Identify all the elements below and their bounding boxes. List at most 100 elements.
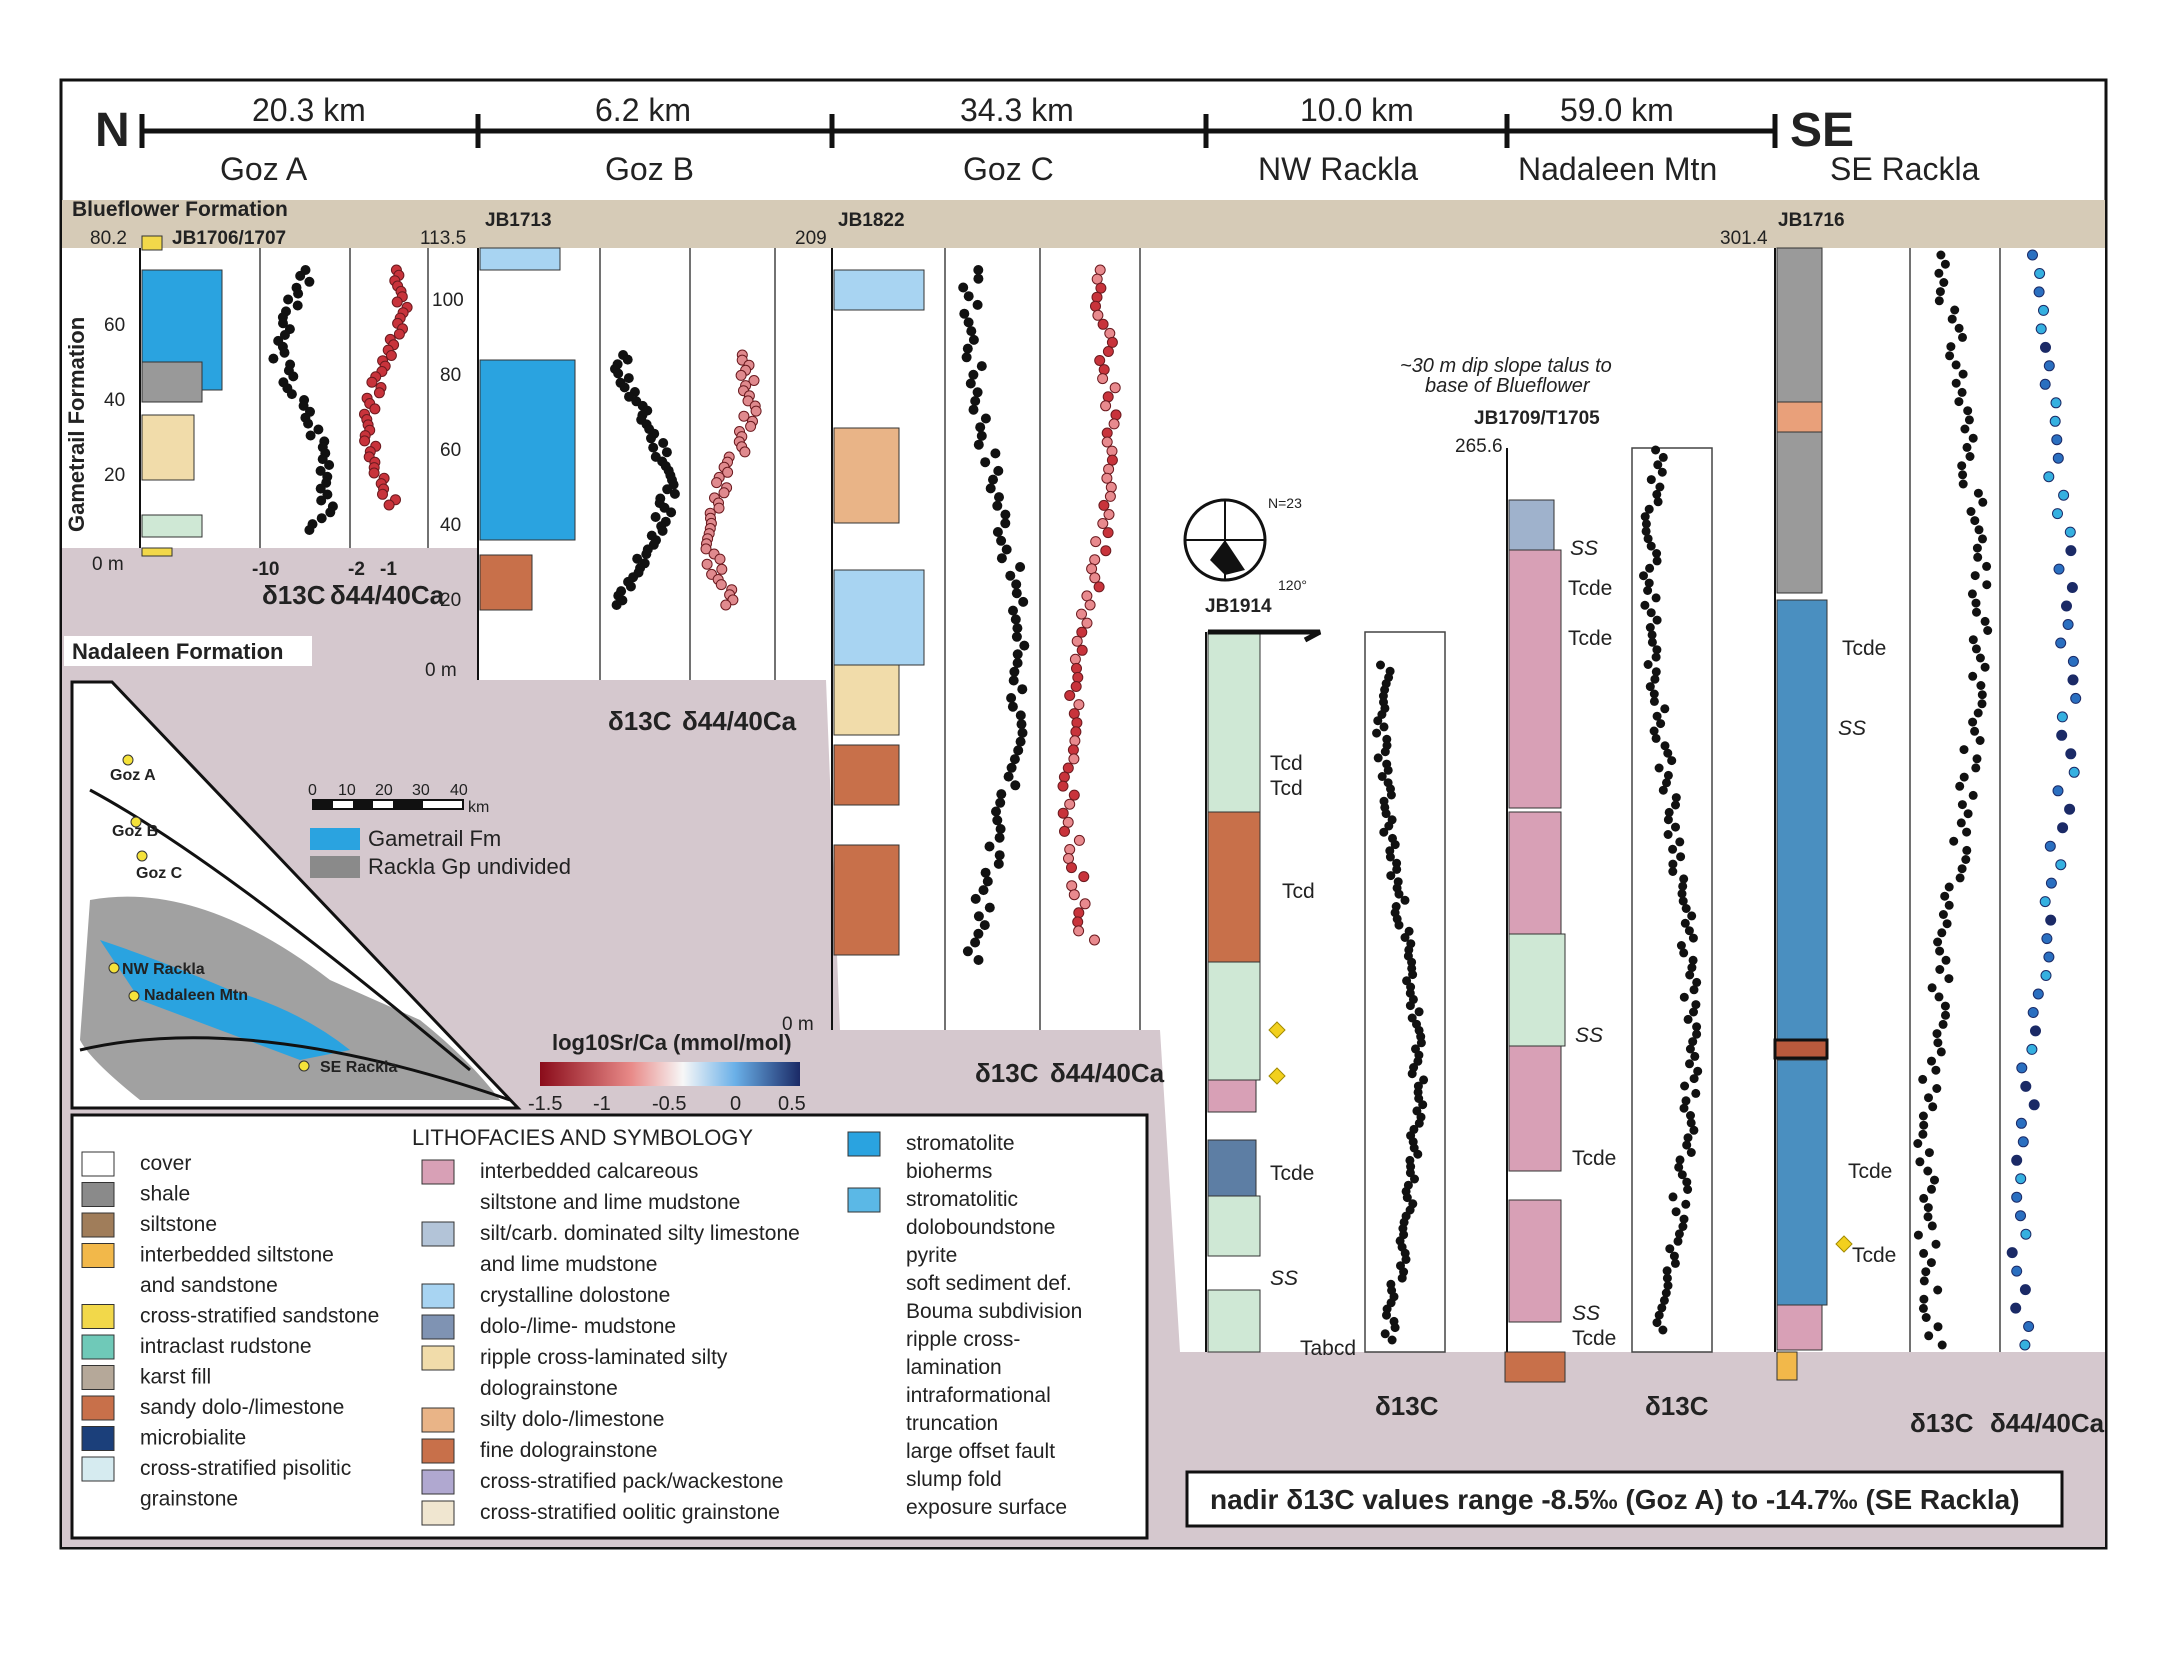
nm-label-1: SS (1570, 537, 1598, 560)
data-point (315, 465, 326, 476)
data-point (1970, 571, 1980, 581)
data-point (1011, 631, 1022, 642)
data-point (2040, 970, 2052, 981)
goz-a-ca-tick-2: -1 (380, 559, 397, 580)
data-point (1676, 852, 1686, 862)
data-point (745, 420, 757, 432)
nadaleen-mtn-lith-pink-3 (1508, 1045, 1562, 1172)
nw-label-6: Tabcd (1300, 1337, 1356, 1360)
nadaleen-mtn-lith-pink-top (1508, 549, 1562, 809)
map-goz-a: Goz A (110, 767, 156, 784)
data-point (713, 502, 725, 514)
data-point (1384, 821, 1394, 831)
data-point (286, 389, 297, 400)
legend-entry: siltstone and lime mudstone (480, 1191, 740, 1214)
nw-rackla-lith-green-mid (1207, 961, 1261, 1081)
data-point (1933, 1285, 1943, 1295)
data-point (1675, 1155, 1685, 1165)
data-point (1650, 674, 1660, 684)
data-point (735, 369, 747, 381)
data-point (662, 484, 673, 495)
data-point (1009, 666, 1020, 677)
data-point (1073, 699, 1085, 711)
data-point (979, 920, 990, 931)
data-point (1934, 268, 1944, 278)
data-point (1957, 461, 1967, 471)
data-point (1643, 586, 1653, 595)
se-rackla-top: 301.4 (1720, 228, 1768, 249)
data-point (1687, 911, 1697, 921)
data-point (1069, 653, 1081, 665)
data-point (1668, 867, 1678, 876)
goz-c-lith-dolostone-mid (833, 569, 925, 666)
data-point (1394, 920, 1404, 930)
legend-entry: stromatolitic (906, 1188, 1018, 1211)
legend-title: LITHOFACIES AND SYMBOLOGY (412, 1125, 753, 1150)
data-point (1692, 1029, 1702, 1039)
goz-a-lith-base (141, 547, 173, 557)
legend-entry: sandy dolo-/limestone (140, 1396, 344, 1419)
data-point (1915, 1157, 1925, 1167)
legend-entry: large offset fault (906, 1440, 1055, 1463)
data-point (1644, 504, 1654, 514)
data-point (982, 876, 993, 887)
goz-b-d13c-label: δ13C (608, 706, 672, 736)
data-point (1414, 1118, 1424, 1128)
data-point (1651, 445, 1661, 455)
data-point (1401, 1255, 1411, 1264)
data-point (1935, 946, 1945, 956)
se-rackla-lith-dark (1773, 1038, 1829, 1060)
data-point (2026, 1043, 2038, 1055)
data-point (1645, 682, 1655, 692)
map-goz-b: Goz B (112, 823, 158, 840)
section-se-rackla: JB1716 301.4 Tcde SS Tcde Tcde δ13C δ44/… (1720, 210, 2105, 1438)
lithofacies-legend: LITHOFACIES AND SYMBOLOGY covershalesilt… (70, 1113, 1149, 1540)
data-point (1968, 671, 1978, 681)
data-point (1102, 527, 1114, 539)
pyrite-symbol-3 (1835, 1235, 1853, 1253)
data-point (1390, 1323, 1400, 1333)
data-point (1017, 684, 1028, 695)
data-point (1961, 855, 1971, 864)
data-point (1924, 1093, 1933, 1103)
data-point (2020, 1080, 2032, 1092)
nm-label-5: Tcde (1572, 1147, 1616, 1170)
data-point (1954, 397, 1964, 407)
data-point (1919, 1120, 1929, 1130)
data-point (1951, 378, 1961, 388)
goz-b-top: 113.5 (420, 228, 466, 249)
data-point (968, 369, 979, 380)
data-point (1649, 726, 1659, 736)
data-point (1011, 579, 1022, 590)
legend-entry: crystalline dolostone (480, 1284, 670, 1307)
data-point (661, 447, 672, 458)
goz-a-id: JB1706/1707 (172, 228, 286, 249)
data-point (1390, 840, 1400, 850)
data-point (2044, 840, 2056, 852)
data-point (1677, 889, 1687, 899)
goz-c-lith-sandy-2 (833, 744, 900, 806)
data-point (1685, 1059, 1694, 1069)
data-point (1103, 509, 1115, 520)
data-point (1973, 552, 1983, 562)
data-point (973, 273, 984, 284)
legend-frame (70, 1113, 1149, 1540)
data-point (963, 317, 974, 328)
data-point (2052, 508, 2063, 520)
data-point (1972, 754, 1982, 764)
section-nadaleen-mtn: ~30 m dip slope talus to base of Blueflo… (1400, 355, 1713, 1421)
data-point (304, 276, 315, 287)
data-point (304, 525, 315, 535)
data-point (984, 841, 995, 852)
data-point (994, 832, 1005, 843)
data-point (1405, 1001, 1415, 1011)
data-point (2017, 1136, 2029, 1148)
data-point (1685, 970, 1695, 980)
data-point (1106, 445, 1118, 457)
data-point (2010, 1302, 2022, 1314)
legend-entry: Bouma subdivision (906, 1300, 1082, 1323)
data-point (2065, 748, 2077, 760)
data-point (1973, 708, 1983, 718)
legend-swatch (81, 1456, 115, 1482)
legend-entry: silt/carb. dominated silty limestone (480, 1222, 800, 1245)
